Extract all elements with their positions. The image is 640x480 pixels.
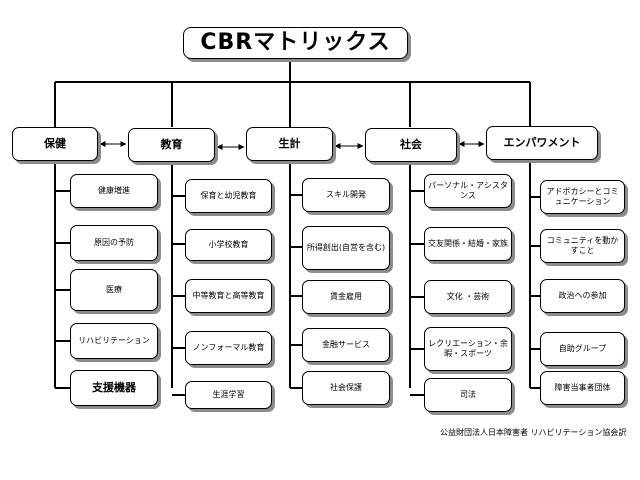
item-medical-care: 医療 [70, 269, 158, 311]
heading-health: 保健 [12, 127, 98, 161]
item-relationships-family: 交友関係・結婚・家族 [424, 227, 512, 261]
item-advocacy-communication: アドボカシーとコミュニケーション [540, 180, 625, 214]
diagram-title: CBRマトリックス [183, 27, 408, 59]
item-social-protection: 社会保護 [302, 371, 390, 405]
item-self-employment: 所得創出(自営を含む) [302, 226, 390, 270]
item-political-participation: 政治への参加 [540, 279, 625, 313]
heading-livelihood: 生計 [246, 127, 333, 161]
item-personal-assistance: パーソナル・アシスタンス [424, 174, 512, 208]
item-lifelong-learning: 生涯学習 [185, 381, 272, 409]
item-dpos: 障害当事者団体 [540, 371, 625, 405]
item-skills-development: スキル開発 [302, 178, 390, 212]
item-prevention: 原因の予防 [70, 225, 158, 261]
item-self-help-groups: 自助グループ [540, 332, 625, 366]
item-community-mobilisation: コミュニティを動かすこと [540, 229, 625, 263]
item-early-childhood: 保育と幼児教育 [185, 179, 272, 213]
heading-social: 社会 [365, 128, 457, 162]
item-justice: 司法 [424, 378, 512, 412]
item-financial-services: 金融サービス [302, 328, 390, 362]
item-primary: 小学校教育 [185, 229, 272, 261]
item-culture-arts: 文化 ・芸術 [424, 280, 512, 314]
item-wage-employment: 賃金雇用 [302, 280, 390, 314]
item-assistive-devices: 支援機器 [70, 370, 158, 406]
item-non-formal: ノンフォーマル教育 [185, 331, 272, 365]
item-health-promotion: 健康増進 [70, 174, 158, 208]
item-rehabilitation: リハビリテーション [70, 323, 158, 359]
translation-credit: 公益財団法人日本障害者 リハビリテーション協会訳 [440, 428, 627, 437]
item-recreation-sports: レクリエーション・余暇・スポーツ [424, 327, 512, 371]
item-secondary-higher: 中等教育と高等教育 [185, 279, 272, 313]
heading-empowerment: エンパワメント [486, 126, 598, 160]
heading-education: 教育 [128, 128, 215, 162]
